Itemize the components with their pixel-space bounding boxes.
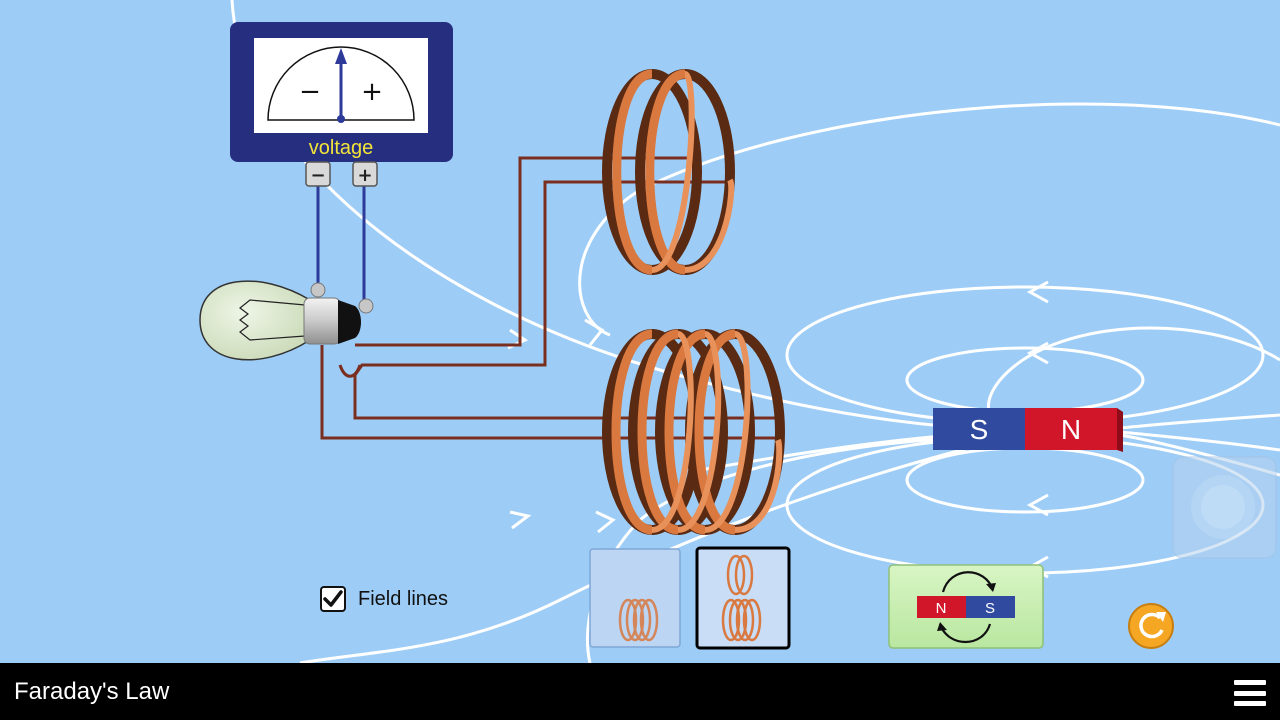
- voltmeter-minus-terminal: −: [305, 161, 331, 187]
- two-coil-option[interactable]: [695, 546, 791, 650]
- rotate-arrows-icon: [937, 571, 996, 644]
- magnet-drag-hint[interactable]: [1172, 456, 1277, 559]
- hamburger-menu-icon[interactable]: [1234, 680, 1266, 706]
- terminal-minus-sign: −: [310, 165, 325, 186]
- circuit-wires: [320, 156, 780, 440]
- simulation-play-area: − + voltage − +: [199, 0, 1280, 663]
- flip-magnet-button[interactable]: N S: [888, 564, 1044, 649]
- terminal-plus-sign: +: [357, 165, 372, 186]
- field-lines-checkbox[interactable]: Field lines: [320, 584, 448, 614]
- voltmeter-plus-terminal: +: [352, 161, 378, 187]
- navigation-bar: Faraday's Law PhET: [0, 663, 1280, 720]
- bar-magnet[interactable]: S N: [933, 408, 1123, 452]
- voltmeter-label: voltage: [309, 137, 374, 159]
- checkbox-box[interactable]: [320, 586, 346, 612]
- voltmeter-leads: [316, 186, 366, 306]
- lower-coil: [602, 329, 785, 535]
- checkmark-icon: [323, 590, 343, 607]
- magnet-north-label: N: [1061, 414, 1081, 445]
- upper-coil: [602, 69, 735, 275]
- reset-icon: [1139, 612, 1164, 639]
- flip-south-label: S: [985, 600, 995, 617]
- sim-title: Faraday's Law: [14, 678, 170, 705]
- voltmeter[interactable]: − + voltage: [230, 22, 453, 162]
- phet-logo[interactable]: PhET: [1110, 671, 1217, 715]
- flip-north-label: N: [936, 600, 947, 617]
- single-coil-option[interactable]: [589, 548, 681, 648]
- magnet-south-label: S: [970, 414, 989, 445]
- light-bulb: [199, 280, 374, 361]
- meter-plus-sign: +: [361, 77, 383, 107]
- reset-all-button[interactable]: [1128, 603, 1174, 649]
- field-lines-label: Field lines: [358, 587, 449, 610]
- meter-minus-sign: −: [299, 77, 321, 107]
